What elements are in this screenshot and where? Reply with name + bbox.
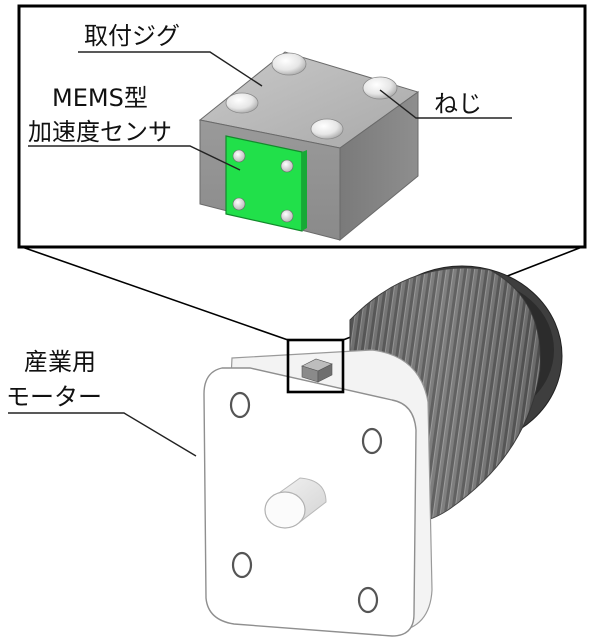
- label-sensor-line2: 加速度センサ: [28, 118, 172, 146]
- projection-line-left: [21, 246, 289, 341]
- zoom-inset: 取付ジグ MEMS型 加速度センサ ねじ: [17, 4, 587, 249]
- label-mounting-jig: 取付ジグ: [84, 22, 180, 50]
- mounting-hole: [229, 391, 251, 419]
- label-sensor-line1: MEMS型: [52, 84, 148, 112]
- shaft-end: [264, 491, 306, 529]
- mems-sensor-board: [225, 135, 307, 232]
- label-screw: ねじ: [434, 90, 482, 118]
- label-motor-line1: 産業用: [24, 348, 96, 376]
- leader-line-screw: [379, 89, 512, 119]
- leader-line-motor: [8, 412, 197, 457]
- screw-head: [225, 92, 259, 114]
- leader-line-sensor: [28, 145, 241, 171]
- label-motor-line2: モーター: [6, 383, 102, 411]
- screw-heads: [225, 52, 398, 140]
- motor-shaft: [264, 477, 327, 529]
- leader-line-jig: [78, 51, 263, 87]
- screw-head: [310, 118, 344, 140]
- mounting-hole: [361, 427, 383, 455]
- screw-head: [362, 76, 398, 100]
- sensor-pin: [232, 149, 246, 163]
- motor-sensor-jig: [301, 358, 333, 383]
- sensor-pin: [280, 159, 294, 173]
- screw-head: [271, 52, 307, 76]
- industrial-motor: [203, 265, 563, 637]
- sensor-pin: [232, 197, 246, 211]
- mounting-hole: [231, 551, 253, 579]
- mini-jig-right: [317, 363, 333, 383]
- sensor-pin: [280, 209, 294, 223]
- zoom-box: [286, 338, 345, 394]
- jig-right-face: [339, 91, 419, 242]
- mounting-hole: [357, 586, 379, 614]
- sensor-board-edge: [302, 150, 307, 231]
- mounting-jig: [198, 51, 420, 242]
- mounting-holes: [229, 391, 383, 614]
